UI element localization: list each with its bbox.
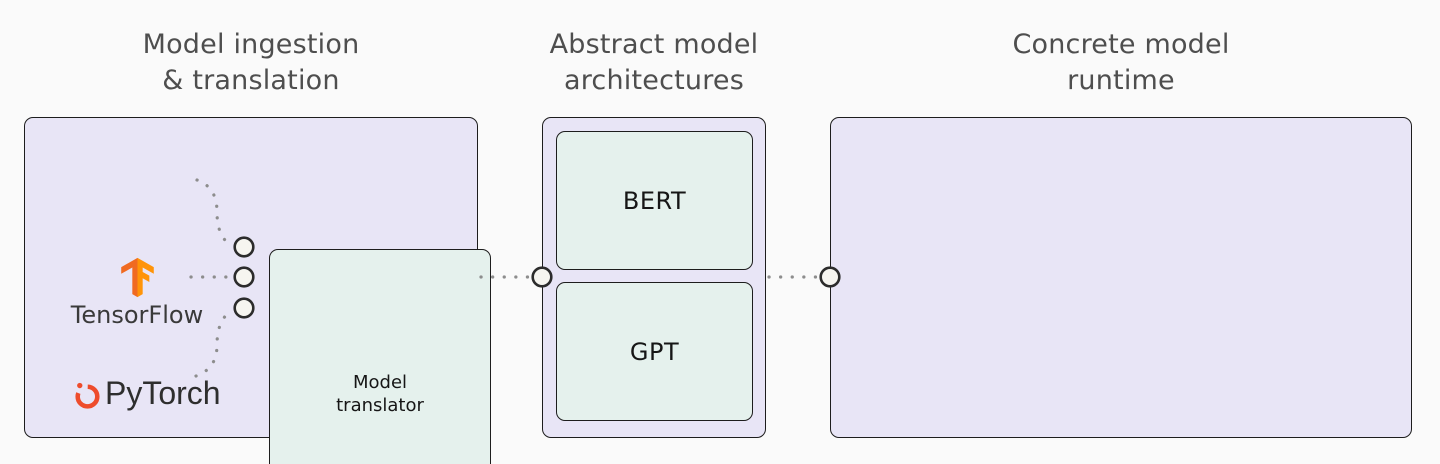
pytorch-label: PyTorch [105,375,221,411]
column-title-runtime: Concrete model runtime [830,27,1412,99]
column-title-line: Abstract model [549,29,759,60]
runtime-panel [830,117,1412,438]
translator-label-line: Model [352,372,408,393]
column-title-line: runtime [1067,65,1175,96]
model-translator-box: Model translator [269,249,491,464]
gpt-box: GPT [556,282,753,421]
bert-label: BERT [622,186,687,215]
translator-label-line: translator [336,395,424,416]
column-title-line: Model ingestion [142,29,360,60]
tensorflow-label: TensorFlow [70,301,204,329]
pytorch-icon [75,382,100,409]
column-title-line: architectures [563,65,745,96]
column-title-line: & translation [162,65,340,96]
tensorflow-icon [121,257,154,298]
ingestion-panel: TensorFlow PyTorch Model translator [24,117,491,464]
column-title-line: Concrete model [1012,29,1230,60]
column-title-ingestion: Model ingestion & translation [24,27,478,99]
column-title-architectures: Abstract model architectures [522,27,786,99]
gpt-label: GPT [629,337,680,366]
bert-box: BERT [556,131,753,270]
